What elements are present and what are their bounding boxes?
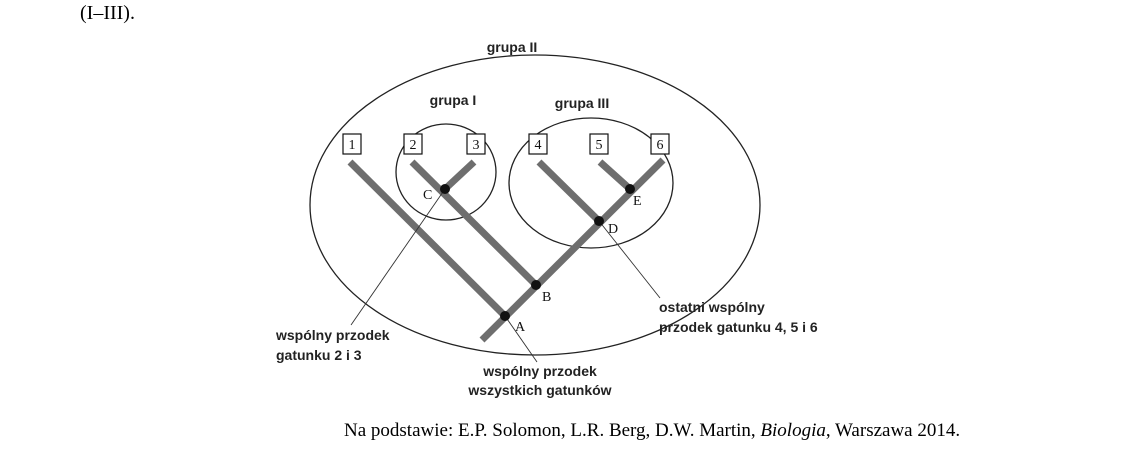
species-box-1 [342,133,362,155]
species-box-3 [466,133,486,155]
node-e-dot [625,184,635,194]
leader-d [598,220,661,299]
branch-5 [597,159,633,192]
source-prefix: Na podstawie: E.P. Solomon, L.R. Berg, D… [344,420,761,441]
callout-d-line2: przodek gatunku 4, 5 i 6 [659,319,818,335]
branch-1 [347,159,508,319]
node-d-label: D [608,222,618,237]
node-c-label: C [423,188,432,203]
leader-c [350,188,446,326]
species-box-6 [650,133,670,155]
node-d-dot [594,216,604,226]
species-box-4 [528,133,548,155]
source-citation: Na podstawie: E.P. Solomon, L.R. Berg, D… [344,420,960,442]
node-a-label: A [515,320,526,335]
node-a-dot [500,311,510,321]
species-label-1: 1 [349,138,356,153]
source-suffix: , Warszawa 2014. [825,420,961,441]
callout-c-line2: gatunku 2 i 3 [276,347,362,363]
species-label-2: 2 [410,138,417,153]
group-ii-label: grupa II [487,39,538,55]
branch-4 [536,159,602,224]
callout-d-line1: ostatni wspólny [659,299,765,315]
callout-a-line2: wszystkich gatunków [467,382,611,398]
text-fragment: (I–III). [80,2,135,24]
group-iii-label: grupa III [555,95,609,111]
node-b-dot [531,280,541,290]
callout-c-line1: wspólny przodek [275,327,390,343]
group-i-ellipse [395,123,497,221]
species-box-2 [403,133,423,155]
node-e-label: E [633,194,642,209]
leader-a [504,315,538,363]
callout-a-line1: wspólny przodek [482,363,597,379]
group-ii-ellipse [309,54,761,356]
node-c-dot [440,184,450,194]
group-iii-ellipse [508,117,674,249]
species-label-4: 4 [535,138,542,153]
branch-2 [409,159,539,288]
source-title: Biologia [760,420,826,441]
species-label-5: 5 [596,138,603,153]
group-i-label: grupa I [430,92,477,108]
species-label-3: 3 [473,138,480,153]
species-label-6: 6 [657,138,664,153]
species-box-5 [589,133,609,155]
branch-3 [442,159,477,192]
node-b-label: B [542,290,551,305]
